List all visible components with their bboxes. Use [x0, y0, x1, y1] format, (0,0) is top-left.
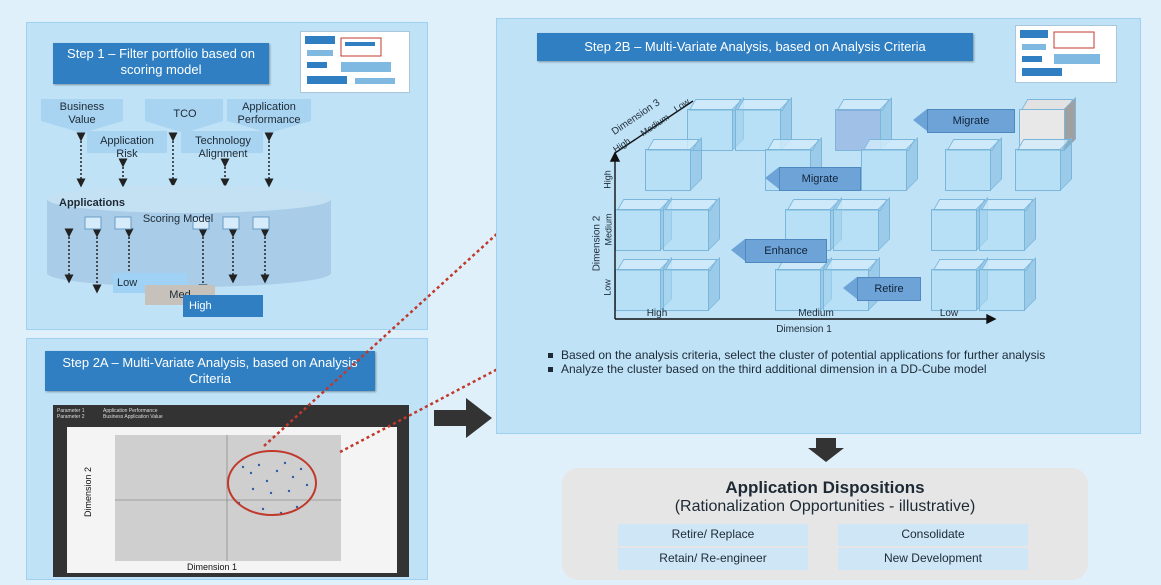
dispositions-panel: Application Dispositions (Rationalizatio… — [562, 468, 1088, 580]
right-arrow-icon — [434, 398, 492, 438]
step2a-header-text: Step 2A – Multi-Variate Analysis, based … — [62, 355, 358, 386]
dim1-tick-medium: Medium — [798, 308, 834, 319]
cube — [833, 197, 890, 251]
dim2-tick-low: Low — [602, 279, 613, 296]
cube — [775, 257, 832, 311]
dim1-label: Dimension 1 — [776, 324, 832, 335]
cube — [1015, 137, 1072, 191]
param2-value: Business Application Value — [103, 414, 163, 420]
retire-arrow-head — [843, 277, 857, 299]
dim1-tick-low: Low — [939, 308, 959, 319]
dim2-tick-medium: Medium — [603, 213, 614, 246]
scoring-model-label: Scoring Model — [142, 213, 214, 225]
dim1-tick-high: High — [646, 308, 668, 319]
criterion-application-performance: Application Performance — [237, 101, 301, 126]
step1-header: Step 1 – Filter portfolio based on scori… — [53, 43, 269, 84]
analysis-bullets: Based on the analysis criteria, select t… — [547, 349, 1047, 377]
step2b-header-text: Step 2B – Multi-Variate Analysis, based … — [584, 39, 926, 54]
criterion-technology-alignment: Technology Alignment — [195, 135, 251, 160]
cube — [945, 137, 1002, 191]
criteria-shapes — [41, 99, 311, 153]
cube — [931, 197, 988, 251]
step2a-header: Step 2A – Multi-Variate Analysis, based … — [45, 351, 375, 391]
thumbnail-graphic — [305, 36, 395, 84]
disposition-retain-reengineer: Retain/ Re-engineer — [618, 548, 808, 570]
bullet-item: Based on the analysis criteria, select t… — [547, 349, 1047, 362]
criterion-application-risk: Application Risk — [100, 135, 154, 160]
scatter-xlabel: Dimension 1 — [187, 562, 237, 572]
cube — [663, 197, 720, 251]
scatter-screenshot: Parameter 1 Parameter 2 Application Perf… — [53, 405, 409, 577]
disposition-consolidate: Consolidate — [838, 524, 1028, 546]
cube — [931, 257, 988, 311]
migrate-arrow-head-2 — [765, 167, 779, 189]
cube — [663, 257, 720, 311]
action-enhance: Enhance — [745, 239, 827, 263]
down-arrow-icon — [808, 438, 844, 462]
action-retire: Retire — [857, 277, 921, 301]
param1-value: Application Performance — [103, 408, 158, 414]
dispositions-subtitle: (Rationalization Opportunities - illustr… — [674, 498, 976, 515]
cube — [979, 257, 1036, 311]
level-high: High — [183, 295, 263, 317]
dim2-tick-high: High — [602, 170, 613, 189]
cube — [979, 197, 1036, 251]
scatter-plot: Dimension 1 Dimension 2 — [83, 435, 341, 572]
enhance-arrow-head — [731, 239, 745, 261]
migrate-arrow-head-1 — [913, 109, 927, 131]
applications-label: Applications — [59, 197, 126, 209]
action-migrate-1: Migrate — [927, 109, 1015, 133]
action-migrate-2: Migrate — [779, 167, 861, 191]
disposition-new-development: New Development — [838, 548, 1028, 570]
thumbnail-graphic-2 — [1020, 30, 1100, 76]
step1-thumbnail — [300, 31, 410, 93]
disposition-retire-replace: Retire/ Replace — [618, 524, 808, 546]
dispositions-title: Application Dispositions — [725, 478, 925, 497]
cube — [645, 137, 702, 191]
param1-label: Parameter 1 — [57, 408, 85, 414]
cube — [861, 137, 918, 191]
param2-label: Parameter 2 — [57, 414, 85, 420]
criterion-business-value: Business Value — [59, 101, 105, 126]
step1-panel: Step 1 – Filter portfolio based on scori… — [26, 22, 428, 330]
step2b-thumbnail — [1015, 25, 1117, 83]
scatter-ylabel: Dimension 2 — [83, 467, 93, 517]
bullet-item: Analyze the cluster based on the third a… — [547, 363, 1047, 376]
step2a-panel: Step 2A – Multi-Variate Analysis, based … — [26, 338, 428, 580]
criterion-tco: TCO — [173, 108, 197, 120]
step2b-panel: Step 2B – Multi-Variate Analysis, based … — [496, 18, 1141, 434]
step1-header-text: Step 1 – Filter portfolio based on scori… — [67, 46, 255, 77]
step2b-header: Step 2B – Multi-Variate Analysis, based … — [537, 33, 973, 61]
cube-axes — [609, 100, 997, 325]
